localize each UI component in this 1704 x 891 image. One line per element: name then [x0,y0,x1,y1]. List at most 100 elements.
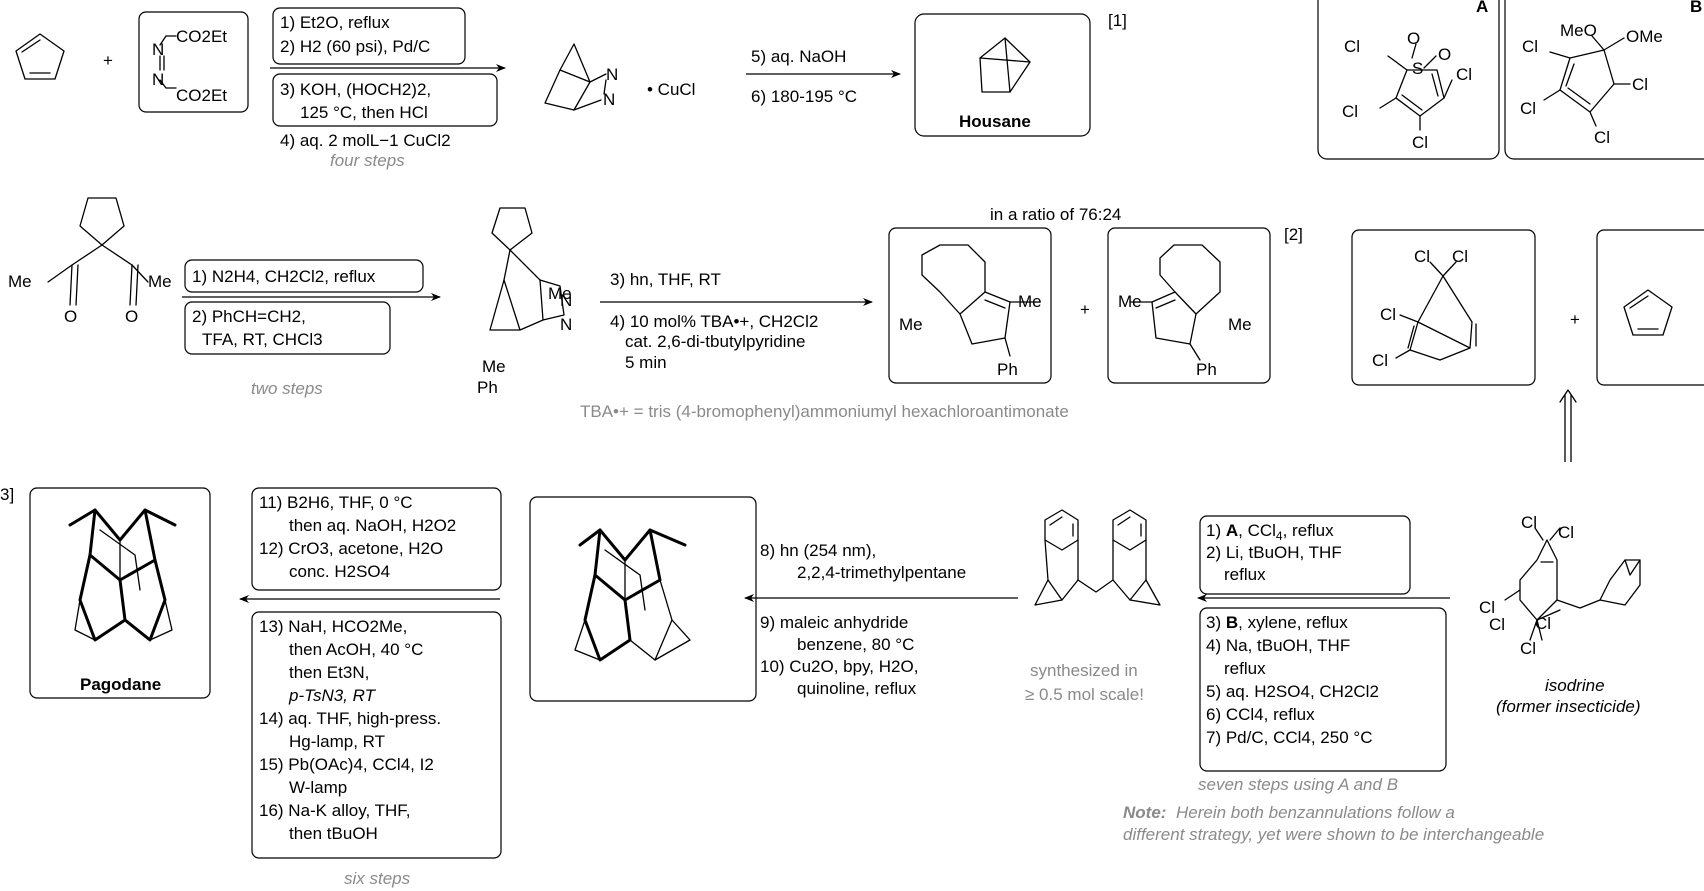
conditions-r2-1-box: 1) N2H4, CH2Cl2, reflux [184,259,424,293]
isodrine-subtitle: (former insecticide) [1496,697,1641,716]
conditions-11-12-box: 11) B2H6, THF, 0 °C then aq. NaOH, H2O2 … [251,487,502,591]
cond-iso-7: 7) Pd/C, CCl4, 250 °C [1206,728,1372,747]
ref-1: [1] [1108,11,1127,30]
cyclopentadiene-structure [15,33,65,80]
pyrazoline-me: Me [548,284,572,303]
conditions-13-16-box: 13) NaH, HCO2Me, then AcOH, 40 °C then E… [251,611,502,859]
a-cl-1: Cl [1344,37,1360,56]
n-label-2: N [603,90,615,109]
conditions-1-2-iso-box: 1) A, CCl4, reflux 2) Li, tBuOH, THF ref… [1199,515,1411,595]
cond-10b: quinoline, reflux [797,679,917,698]
note-label: Note: [1123,803,1166,822]
seven-steps-note: seven steps using A and B [1198,775,1398,794]
cyclopentadiene-2-box [1596,229,1704,386]
cond-r2-4c: 5 min [625,353,667,372]
isodrine-name: isodrine [1545,676,1605,695]
housane-label: Housane [959,112,1031,131]
cond-14b: Hg-lamp, RT [289,732,385,751]
cond-r2-4a: 4) 10 mol% TBA•+, CH2Cl2 [610,312,818,331]
p2-ph: Ph [1196,360,1217,379]
product-2-box: Me Me Ph [1107,227,1271,384]
ref-2: [2] [1284,225,1303,244]
tcnb-cl-3: Cl [1380,305,1396,324]
b-cl-2: Cl [1632,75,1648,94]
cond-13d: p-TsN3, RT [288,686,377,705]
dibenzo-intermediate-structure [1034,509,1161,606]
a-cl-3: Cl [1342,102,1358,121]
diketone-me-1: Me [8,272,32,291]
cond-iso-2: 2) Li, tBuOH, THF [1206,543,1342,562]
cond-iso-4b: reflux [1224,659,1266,678]
cond-iso-5: 5) aq. H2SO4, CH2Cl2 [1206,682,1379,701]
cond-5: 5) aq. NaOH [751,47,846,66]
synth-note-2: ≥ 0.5 mol scale! [1025,685,1144,704]
pyrazoline-me-2: Me [482,357,506,376]
azo-n-2: N [152,70,164,89]
retrosynthetic-arrow [1559,389,1577,462]
cond-3a: 3) KOH, (HOCH2)2, [280,80,431,99]
conditions-r2-2-box: 2) PhCH=CH2, TFA, RT, CHCl3 [184,301,391,355]
plus-sign-2: + [1080,300,1090,319]
tcnb-cl-2: Cl [1452,247,1468,266]
plus-sign-3: + [1570,310,1580,329]
cond-iso-2b: reflux [1224,565,1266,584]
p1-ph: Ph [997,360,1018,379]
tetrachloronorbornadiene-box: Cl Cl Cl Cl [1351,229,1536,386]
cond-11b: then aq. NaOH, H2O2 [289,516,456,535]
cond-iso-1: 1) A, CCl4, reflux [1206,521,1334,543]
iso-cl-5: Cl [1535,614,1551,633]
b-cl-1: Cl [1522,37,1538,56]
cond-2: 2) H2 (60 psi), Pd/C [280,37,430,56]
tba-note: TBA•+ = tris (4-bromophenyl)ammoniumyl h… [580,402,1069,421]
two-steps-note: two steps [251,379,323,398]
conditions-3-7-iso-box: 3) B, xylene, reflux 4) Na, tBuOH, THF r… [1199,607,1447,772]
azodicarboxylate-box: CO2Et CO2Et N N [138,11,249,113]
azo-ester-1: CO2Et [176,27,227,46]
pyrazoline-n-2: N [560,315,572,334]
cond-13c: then Et3N, [289,663,369,682]
azo-n-1: N [152,40,164,59]
pagodane-box: Pagodane [29,487,211,699]
cond-r2-2a: 2) PhCH=CH2, [192,307,306,326]
n-label-1: N [606,65,618,84]
b-cl-4: Cl [1594,128,1610,147]
four-steps-note: four steps [330,151,405,170]
reagent-b-box: B MeO OMe Cl Cl Cl Cl [1504,0,1704,160]
cond-14a: 14) aq. THF, high-press. [259,709,441,728]
reagent-a-box: A O O S Cl Cl Cl Cl [1317,0,1500,160]
cond-9a: 9) maleic anhydride [760,613,908,632]
reagent-a-label: A [1476,0,1488,16]
b-cl-3: Cl [1520,99,1536,118]
p1-me-1: Me [1018,292,1042,311]
cond-iso-4: 4) Na, tBuOH, THF [1206,636,1350,655]
ref-3: 3] [0,485,14,504]
ratio-label: in a ratio of 76:24 [990,205,1121,224]
pyrazoline-ph: Ph [477,378,498,397]
cond-12b: conc. H2SO4 [289,562,390,581]
cond-11a: 11) B2H6, THF, 0 °C [259,493,413,512]
b-ome: OMe [1626,27,1663,46]
cucl-label: • CuCl [647,80,695,99]
tcnb-cl-1: Cl [1414,247,1430,266]
iso-cl-3: Cl [1479,598,1495,617]
pyrazoline-n-1: N [560,291,572,310]
a-cl-2: Cl [1456,65,1472,84]
iso-cl-1: Cl [1521,513,1537,532]
spiro-pyrazoline-structure: Me N N Me Ph [477,207,572,397]
housane-box: Housane [914,13,1091,137]
conditions-1-2-box: 1) Et2O, reflux 2) H2 (60 psi), Pd/C [272,7,466,65]
conditions-3-box: 3) KOH, (HOCH2)2, 125 °C, then HCl [272,73,498,127]
diketone-o-2: O [125,307,138,326]
cond-iso-3: 3) B, xylene, reflux [1206,613,1348,632]
cond-r2-4b: cat. 2,6-di-tbutylpyridine [625,332,805,351]
cond-iso-6: 6) CCl4, reflux [1206,705,1315,724]
reagent-b-label: B [1690,0,1702,16]
cond-r2-3: 3) hn, THF, RT [610,270,721,289]
diazabicycle-structure: N N [544,43,618,111]
cond-r2-2b: TFA, RT, CHCl3 [202,330,323,349]
note-text-2: different strategy, yet were shown to be… [1123,825,1544,844]
cond-9b: benzene, 80 °C [797,635,914,654]
synth-note-1: synthesized in [1030,661,1138,680]
p2-me-2: Me [1228,315,1252,334]
